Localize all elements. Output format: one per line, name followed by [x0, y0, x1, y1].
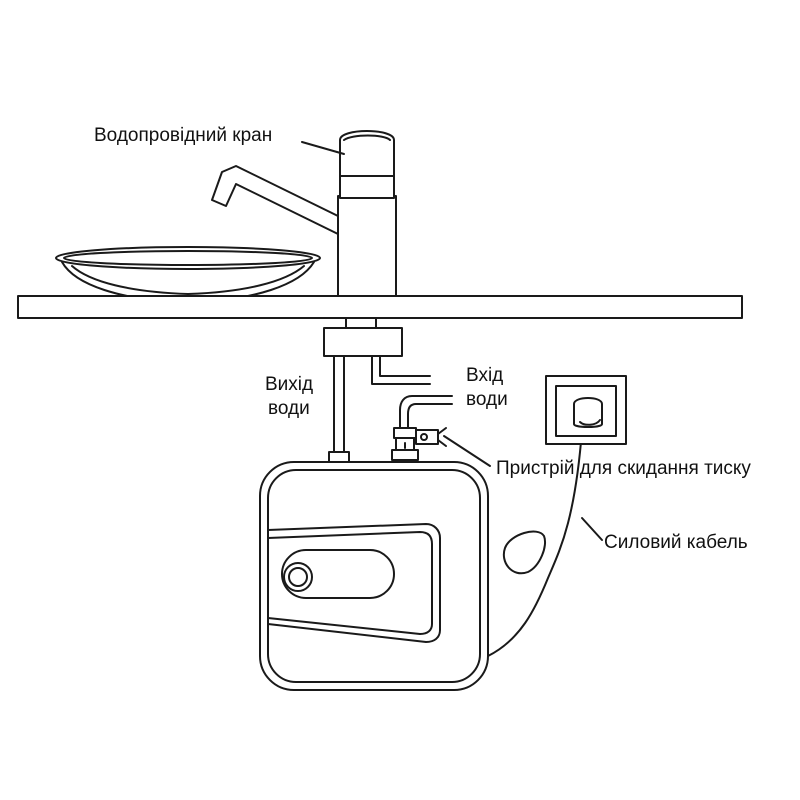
faucet-label: Водопровідний кран: [94, 125, 272, 146]
water-heater: [259, 461, 489, 691]
water-outlet-label: Вихід: [265, 374, 313, 395]
faucet: [211, 130, 397, 297]
pressure-relief-label: Пристрій для скидання тиску: [496, 458, 751, 479]
sink-bowl: [55, 246, 321, 304]
leader-lines: [301, 141, 603, 541]
power-cable: [487, 429, 583, 657]
water-inlet-label-line2: води: [466, 389, 508, 410]
water-outlet-label-line2: води: [268, 398, 310, 419]
water-outlet-pipe: [328, 355, 350, 463]
wall-socket: [545, 375, 627, 445]
water-inlet-label: Вхід: [466, 365, 503, 386]
pressure-relief-device: [391, 427, 447, 469]
thermostat-knob-icon: [283, 562, 313, 592]
faucet-base-fitting: [323, 317, 403, 357]
power-cable-label: Силовий кабель: [604, 532, 748, 553]
water-inlet-pipe: [371, 355, 453, 429]
countertop: [17, 295, 743, 319]
